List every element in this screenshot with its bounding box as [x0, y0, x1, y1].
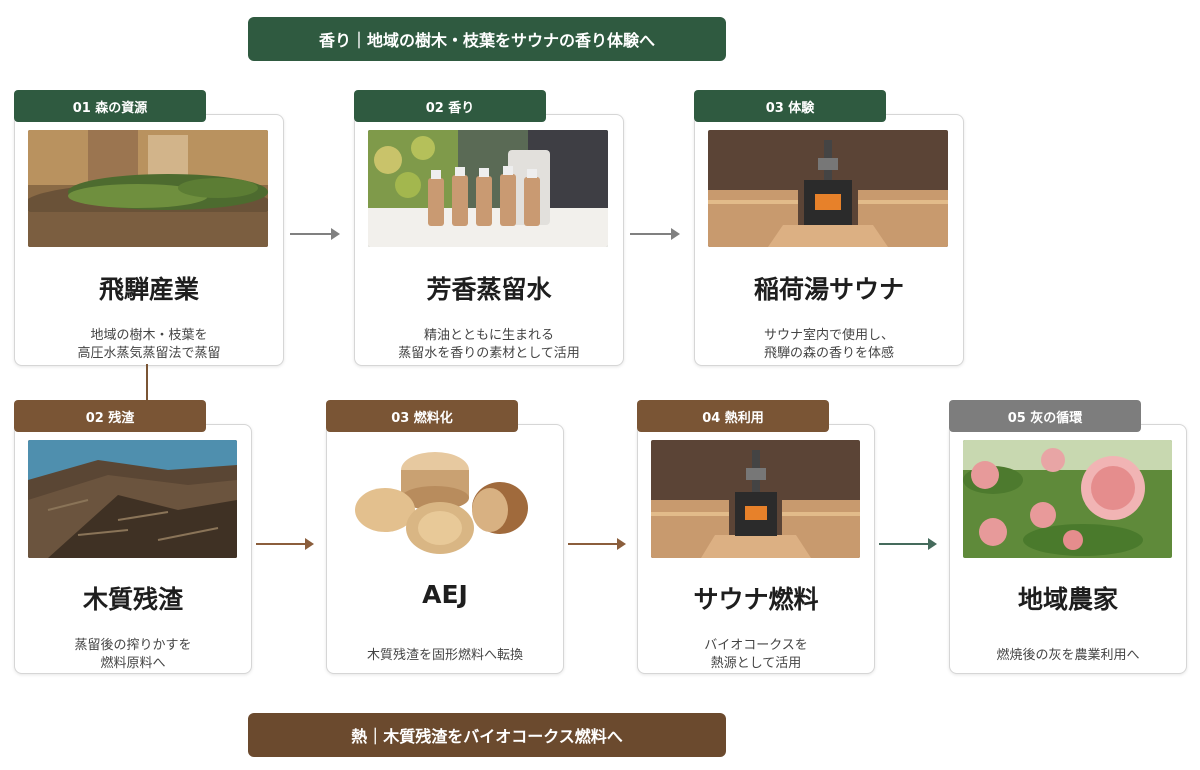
card-description: 蒸留後の搾りかすを燃料原料へ: [74, 638, 192, 671]
card-inariyu-sauna: 稲荷湯サウナ サウナ室内で使用し、飛騨の森の香りを体感: [694, 114, 964, 366]
arrow-right-icon: [290, 228, 340, 240]
photo-bio-coke-pellets: [340, 440, 549, 558]
card-title: 木質残渣: [82, 585, 183, 614]
card-title: 稲荷湯サウナ: [753, 275, 904, 304]
card-title: 飛騨産業: [98, 275, 199, 304]
card-aej: AEJ 木質残渣を固形燃料へ転換: [326, 424, 564, 674]
card-hida-sangyo: 飛騨産業 地域の樹木・枝葉を高圧水蒸気蒸留法で蒸留: [14, 114, 284, 366]
arrow-right-icon: [568, 538, 626, 550]
tab-forest-resource: 01 森の資源: [14, 90, 206, 122]
photo-aroma-bottles: [368, 130, 608, 247]
arrow-right-icon: [256, 538, 314, 550]
card-description: 木質残渣を固形燃料へ転換: [366, 648, 523, 663]
tab-residue: 02 残渣: [14, 400, 206, 432]
card-aromatic-water: 芳香蒸留水 精油とともに生まれる蒸留水を香りの素材として活用: [354, 114, 624, 366]
card-description: サウナ室内で使用し、飛騨の森の香りを体感: [763, 328, 894, 361]
bottom-banner: 熱｜木質残渣をバイオコークス燃料へ: [248, 713, 726, 757]
tab-fuel-conversion: 03 燃料化: [326, 400, 518, 432]
connector-line: [146, 364, 148, 400]
card-sauna-fuel: サウナ燃料 バイオコークスを熱源として活用: [637, 424, 875, 674]
top-banner: 香り｜地域の樹木・枝葉をサウナの香り体験へ: [248, 17, 726, 61]
card-title: サウナ燃料: [693, 585, 819, 614]
card-description: 燃焼後の灰を農業利用へ: [996, 648, 1140, 663]
tab-experience: 03 体験: [694, 90, 886, 122]
card-title: 芳香蒸留水: [426, 275, 552, 304]
photo-sauna-stove: [651, 440, 860, 558]
photo-wood-residue-pile: [28, 440, 237, 558]
card-title: 地域農家: [1017, 585, 1118, 614]
card-wood-residue: 木質残渣 蒸留後の搾りかすを燃料原料へ: [14, 424, 252, 674]
photo-sauna-room: [708, 130, 948, 247]
photo-peach-orchard: [963, 440, 1172, 558]
arrow-right-icon: [630, 228, 680, 240]
card-description: 地域の樹木・枝葉を高圧水蒸気蒸留法で蒸留: [77, 328, 221, 361]
tab-aroma: 02 香り: [354, 90, 546, 122]
photo-distillation-leaves: [28, 130, 268, 247]
card-title: AEJ: [422, 580, 468, 609]
arrow-right-icon: [879, 538, 937, 550]
tab-heat-use: 04 熱利用: [637, 400, 829, 432]
tab-ash-cycle: 05 灰の循環: [949, 400, 1141, 432]
card-local-farmers: 地域農家 燃焼後の灰を農業利用へ: [949, 424, 1187, 674]
card-description: 精油とともに生まれる蒸留水を香りの素材として活用: [398, 328, 580, 361]
card-description: バイオコークスを熱源として活用: [704, 638, 808, 671]
